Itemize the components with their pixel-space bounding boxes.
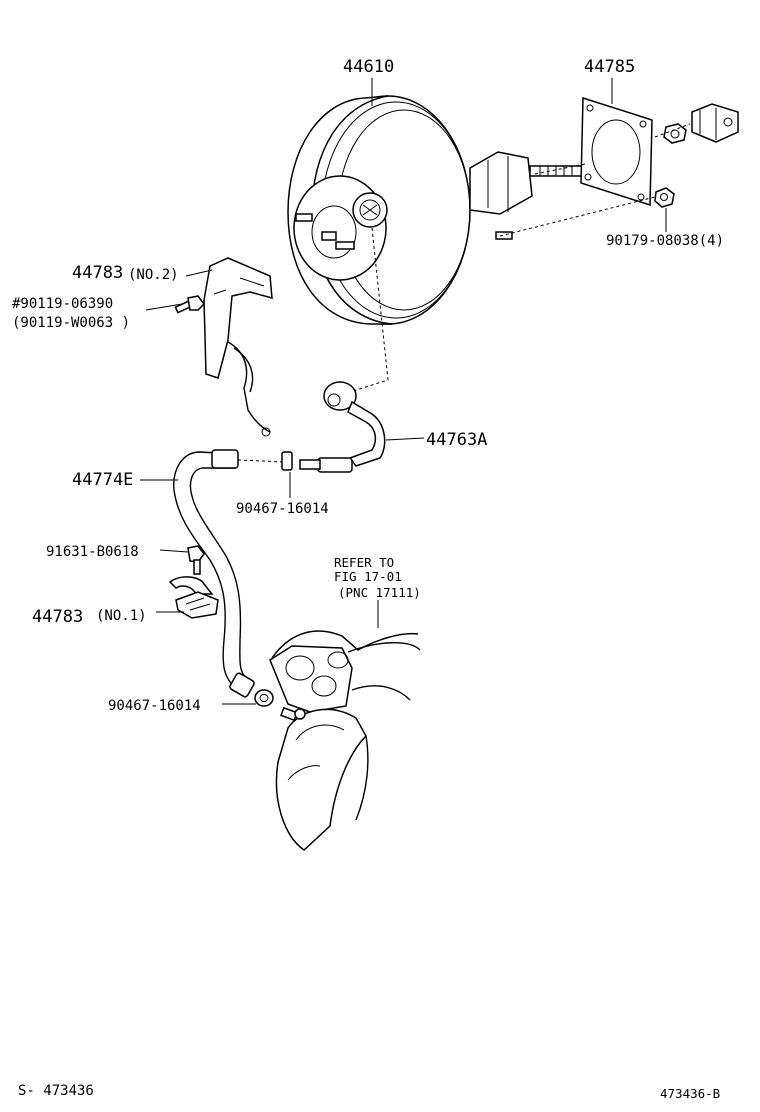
clevis[interactable] <box>691 103 739 143</box>
label-bracket-no1-tag: (NO.1) <box>96 608 147 624</box>
label-refer-line1: REFER TO <box>334 555 394 570</box>
gasket-plate[interactable] <box>580 96 653 207</box>
label-hose: 44774E <box>72 470 133 490</box>
bracket-no1[interactable] <box>168 576 219 619</box>
footer-right-code: 473436-B <box>660 1086 720 1101</box>
footer-left-code: S- 473436 <box>18 1083 94 1099</box>
label-clip-upper: 90467-16014 <box>236 501 329 517</box>
intake-manifold <box>269 630 421 851</box>
hose-clip-lower[interactable] <box>254 689 274 707</box>
check-valve[interactable] <box>299 381 386 473</box>
hose-clip-upper[interactable] <box>281 451 293 471</box>
label-check-valve: 44763A <box>426 430 487 450</box>
label-bracket-no1-number: 44783 <box>32 607 83 627</box>
label-bolt-a: #90119-06390 <box>12 296 113 312</box>
bolt-upper-left[interactable] <box>174 295 205 314</box>
label-refer-line2: FIG 17-01 <box>334 569 402 584</box>
bolt-91631[interactable] <box>187 545 205 575</box>
brake-booster[interactable] <box>287 95 583 325</box>
label-bolt-b: (90119-W0063 ) <box>12 315 130 331</box>
label-bracket-no2-number: 44783 <box>72 263 123 283</box>
label-booster: 44610 <box>343 57 394 77</box>
bracket-no2[interactable] <box>203 257 273 437</box>
label-clip-lower: 90467-16014 <box>108 698 201 714</box>
label-bracket-no2-tag: (NO.2) <box>128 267 179 283</box>
vacuum-hose[interactable] <box>173 449 255 698</box>
nut-lower[interactable] <box>654 187 675 208</box>
label-gasket: 44785 <box>584 57 635 77</box>
label-bolt-c: 91631-B0618 <box>46 544 139 560</box>
label-refer-line3: (PNC 17111) <box>338 585 421 600</box>
label-nut: 90179-08038(4) <box>606 233 724 249</box>
nut-upper[interactable] <box>663 123 687 144</box>
